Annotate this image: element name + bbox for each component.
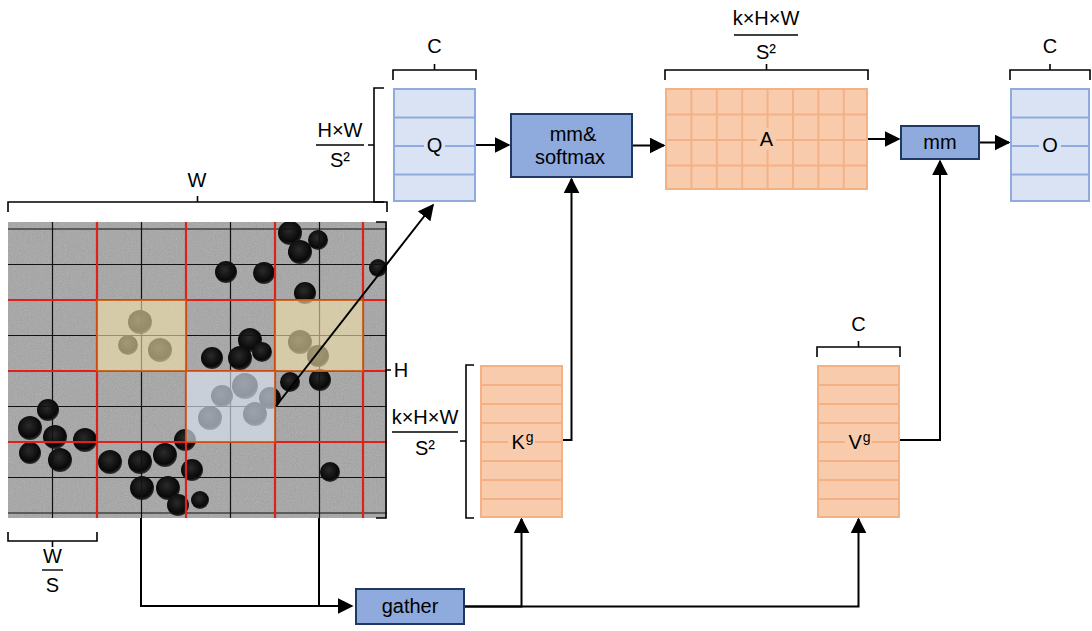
dimension-label: S² — [756, 41, 776, 63]
process-box: gather — [355, 588, 465, 625]
arrow-connector — [476, 144, 509, 146]
arrow-connector — [465, 519, 522, 607]
dimension-label: S — [46, 574, 59, 596]
dimension-label: W — [43, 545, 62, 567]
arrow-connector — [868, 138, 899, 140]
brackets — [8, 64, 1090, 547]
dimension-label: S² — [330, 149, 350, 171]
value-matrix: Vg — [817, 365, 900, 518]
node-text: Q — [424, 134, 446, 156]
arrow-connector — [980, 142, 1009, 144]
superscript: g — [862, 429, 872, 445]
process-box: mm — [900, 125, 980, 160]
dimension-label: k×H×W — [392, 406, 459, 428]
dimension-label: H×W — [318, 119, 363, 141]
dimension-label: C — [1043, 35, 1057, 57]
text-wrap: Vg — [845, 429, 871, 455]
text-wrap: mm — [920, 131, 959, 154]
process-box: mm& softmax — [510, 113, 633, 178]
dimension-label: C — [427, 35, 441, 57]
dimension-label: k×H×W — [733, 7, 800, 29]
text-wrap: A — [757, 128, 776, 151]
node-text: O — [1039, 134, 1061, 156]
dimension-label: H — [394, 359, 408, 381]
dimension-label: S² — [415, 437, 435, 459]
text-wrap: mm& softmax — [524, 123, 619, 169]
text-wrap: Q — [424, 134, 446, 157]
node-text: mm& softmax — [535, 123, 608, 168]
node-text: A — [757, 128, 776, 150]
key-matrix: Kg — [480, 365, 563, 518]
dimension-label: W — [188, 169, 207, 191]
arrow-connector — [465, 519, 859, 607]
attention-matrix: A — [665, 88, 868, 190]
text-wrap: gather — [379, 595, 442, 618]
superscript: g — [525, 429, 535, 445]
text-wrap: O — [1039, 134, 1061, 157]
query-matrix: Q — [393, 88, 476, 202]
text-wrap: Kg — [508, 429, 534, 455]
micrograph — [8, 222, 387, 518]
node-text: mm — [920, 131, 959, 153]
arrow-connector — [900, 161, 940, 440]
dimension-label: C — [851, 313, 865, 335]
output-matrix: O — [1010, 88, 1090, 202]
arrow-connector — [633, 145, 664, 147]
arrow-connector — [563, 179, 572, 440]
image-arrows — [141, 205, 433, 606]
node-text: gather — [379, 595, 442, 617]
